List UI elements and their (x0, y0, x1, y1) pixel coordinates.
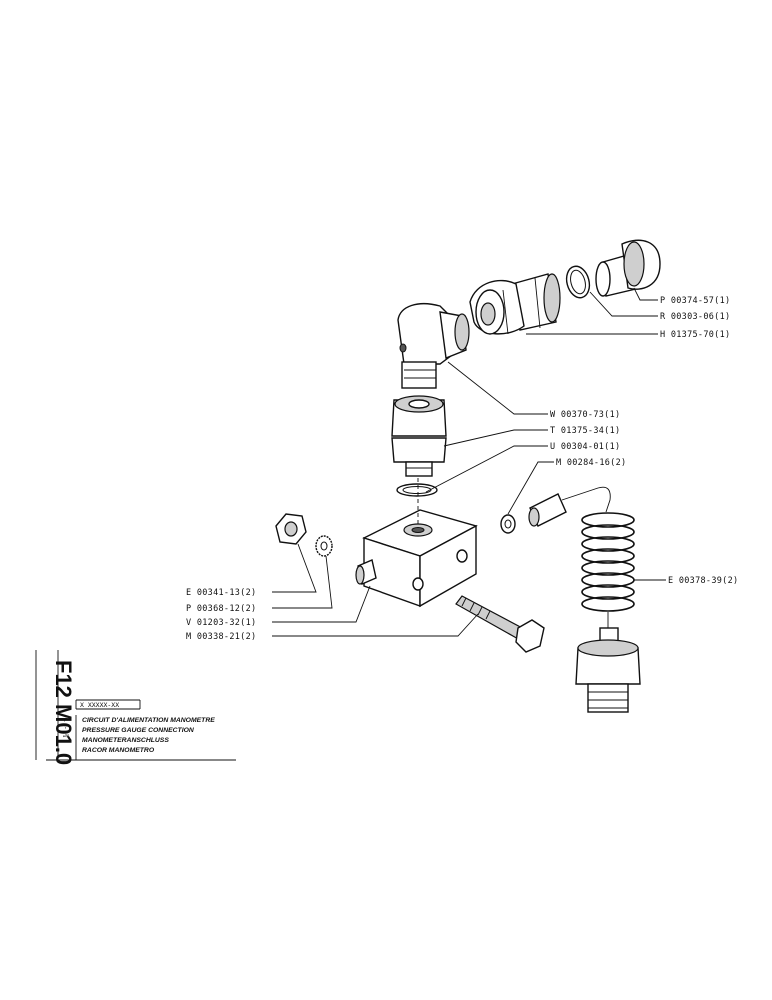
elbow-part (397, 302, 470, 389)
fitting-part (391, 395, 447, 477)
union-part (469, 273, 561, 335)
callout-t01375: T 01375-34(1) (550, 426, 620, 436)
page-mark: 1 - ¾ (62, 718, 70, 738)
leader-lines (272, 287, 666, 637)
callout-p00374: P 00374-57(1) (660, 296, 730, 306)
callout-r00303: R 00303-06(1) (660, 312, 730, 322)
callout-p00368: P 00368-12(2) (186, 604, 256, 614)
title-block: F12 M01.0 X XXXXX-XX 1 - ¾ CIRCUIT D'ALI… (35, 650, 236, 765)
oring-part (565, 265, 591, 299)
washer-part (315, 535, 333, 557)
callout-u00304: U 00304-01(1) (550, 442, 620, 452)
coil-tube-part (528, 486, 641, 713)
sheet-ref: X XXXXX-XX (80, 701, 119, 709)
bolt-part (455, 595, 545, 653)
nut-part (275, 513, 307, 545)
callout-m00338: M 00338-21(2) (186, 632, 256, 642)
callout-w00370: W 00370-73(1) (550, 410, 620, 420)
drawing-code: F12 M01.0 (51, 660, 76, 765)
callout-h01375: H 01375-70(1) (660, 330, 730, 340)
seal-part (396, 483, 438, 497)
small-washer-part (500, 514, 516, 534)
title-en: PRESSURE GAUGE CONNECTION (82, 727, 195, 734)
coil-windings (581, 512, 635, 612)
callout-m00284: M 00284-16(2) (556, 458, 626, 468)
plug-part (595, 239, 661, 297)
callout-e00378: E 00378-39(2) (668, 576, 738, 586)
title-fr: CIRCUIT D'ALIMENTATION MANOMETRE (82, 717, 215, 724)
title-de: MANOMETERANSCHLUSS (82, 737, 169, 744)
callout-e00341: E 00341-13(2) (186, 588, 256, 598)
manifold-block (355, 509, 478, 608)
callout-v01203: V 01203-32(1) (186, 618, 256, 628)
title-es: RACOR MANOMETRO (82, 747, 155, 754)
